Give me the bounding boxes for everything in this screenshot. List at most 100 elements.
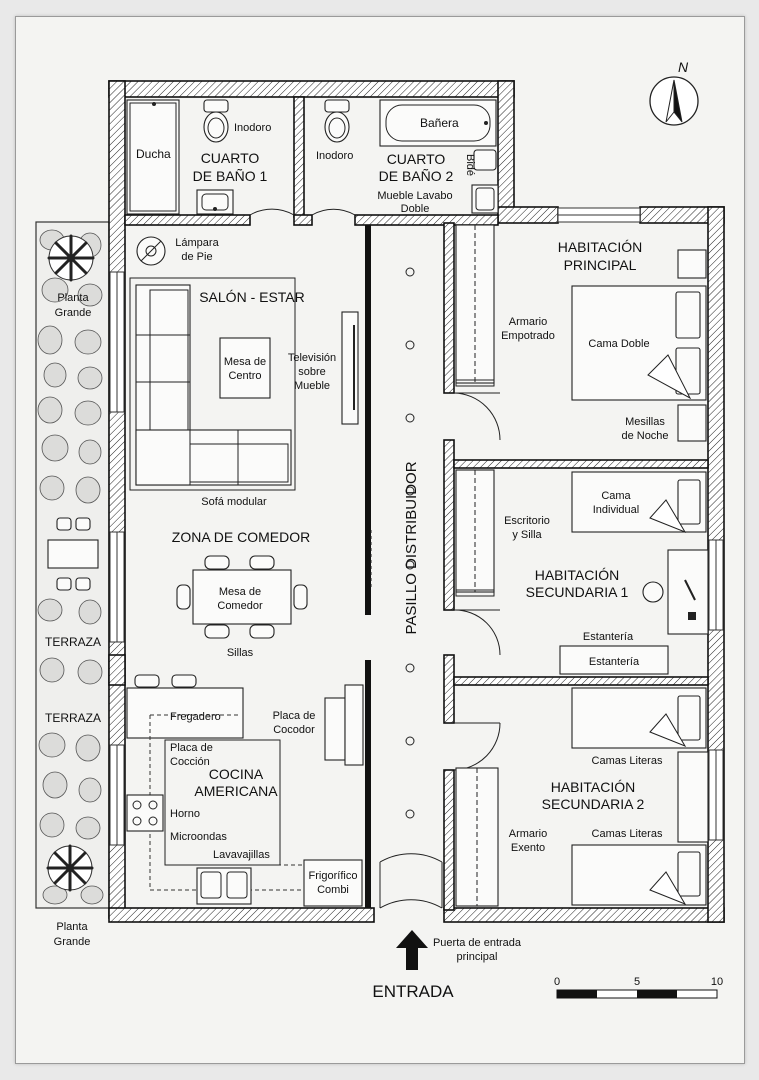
desk-and-chair xyxy=(642,549,709,635)
scale-bar xyxy=(556,989,718,999)
kitchen-title-l2: AMERICANA xyxy=(194,783,278,799)
label-dining-table-l1: Mesa de xyxy=(219,586,261,598)
shelf xyxy=(559,645,669,675)
label-desk-l2: y Silla xyxy=(512,529,542,541)
wardrobe-2 xyxy=(455,469,495,597)
windows xyxy=(109,207,724,846)
label-nightstand-l1: Mesillas xyxy=(625,416,665,428)
label-shelf: Estantería xyxy=(583,631,634,643)
kitchen-title-l1: COCINA xyxy=(209,766,264,782)
label-chairs: Sillas xyxy=(227,647,254,659)
bathroom-1 xyxy=(126,99,234,215)
master-title-l2: PRINCIPAL xyxy=(564,257,637,273)
sec2-title-l2: SECUNDARIA 2 xyxy=(542,796,645,812)
label-shelf-inner: Estantería xyxy=(589,656,640,668)
terrace xyxy=(35,221,110,909)
dining-title: ZONA DE COMEDOR xyxy=(172,529,310,545)
master-bedroom xyxy=(455,224,707,442)
label-entry-door-l1: Puerta de entrada xyxy=(433,937,522,949)
double-bed xyxy=(571,285,707,401)
walls xyxy=(108,80,725,923)
label-tv-l3: Mueble xyxy=(294,380,330,392)
label-sink: Fregadero xyxy=(170,711,221,723)
label-toilet-1: Inodoro xyxy=(234,122,271,134)
bunk-bed-top xyxy=(571,687,707,749)
oven-icon xyxy=(126,794,164,832)
label-stove-l2: Cocodor xyxy=(273,724,315,736)
terrace-label-1: TERRAZA xyxy=(45,635,101,649)
label-dining-table-l2: Comedor xyxy=(217,600,263,612)
compass-icon xyxy=(649,76,699,126)
label-bathtub: Bañera xyxy=(420,116,459,130)
label-fridge-l2: Combi xyxy=(317,884,349,896)
label-plant-bottom-l2: Grande xyxy=(54,936,91,948)
terrace-stones xyxy=(37,229,104,905)
kitchen xyxy=(126,674,364,907)
bathtub-icon xyxy=(379,99,497,147)
label-plant-bottom-l1: Planta xyxy=(56,921,88,933)
sec1-title-l1: HABITACIÓN xyxy=(535,567,620,583)
label-closet-l2: Exento xyxy=(511,842,545,854)
hall-title: PASILLO DISTRIBUIDOR xyxy=(403,461,420,634)
label-tv-l1: Televisión xyxy=(288,352,336,364)
label-closet-l1: Armario xyxy=(509,828,548,840)
label-microwave: Microondas xyxy=(170,831,227,843)
living-title: SALÓN - ESTAR xyxy=(199,289,305,305)
label-desk-l1: Escritorio xyxy=(504,515,550,527)
nightstand-bottom xyxy=(677,404,707,442)
toilet-2-icon xyxy=(324,99,350,143)
fridge xyxy=(303,859,363,907)
dining-table xyxy=(192,569,292,625)
label-shower: Ducha xyxy=(136,147,171,161)
kitchen-island xyxy=(126,687,244,739)
label-lamp-l2: de Pie xyxy=(181,251,212,263)
label-tv-l2: sobre xyxy=(298,366,326,378)
coffee-table xyxy=(219,337,271,399)
stove-unit xyxy=(324,684,364,766)
label-dishwasher: Lavavajillas xyxy=(213,849,270,861)
label-single-bed-l1: Cama xyxy=(601,490,631,502)
label-hob-l2: Cocción xyxy=(170,756,210,768)
scale-tick-10: 10 xyxy=(711,976,723,988)
label-entry-door-l2: principal xyxy=(457,951,498,963)
label-coffee-table-l1: Mesa de xyxy=(224,356,266,368)
built-in-wardrobe xyxy=(455,224,495,387)
label-oven: Horno xyxy=(170,808,200,820)
label-sofa: Sofá modular xyxy=(201,496,267,508)
label-single-bed-l2: Individual xyxy=(593,504,639,516)
label-nightstand-l2: de Noche xyxy=(621,430,668,442)
label-bidet: Bidé xyxy=(464,154,476,176)
bidet-icon xyxy=(473,149,497,171)
sec1-title-l2: SECUNDARIA 1 xyxy=(526,584,629,600)
label-toilet-2: Inodoro xyxy=(316,150,353,162)
plant-bottom-icon xyxy=(46,844,94,892)
toilet-1-icon xyxy=(203,99,229,143)
label-plant-top-l2: Grande xyxy=(55,307,92,319)
hall-lights xyxy=(405,267,415,819)
modular-sofa xyxy=(129,277,296,491)
scale-tick-0: 0 xyxy=(554,976,560,988)
bath2-title-l2: DE BAÑO 2 xyxy=(379,168,454,184)
double-vanity-icon xyxy=(471,184,499,214)
nightstand-top xyxy=(677,249,707,279)
label-bunk-bottom: Camas Literas xyxy=(592,828,663,840)
label-wardrobe-l2: Empotrado xyxy=(501,330,555,342)
entrance-title: ENTRADA xyxy=(372,982,454,1001)
outdoor-table xyxy=(47,517,99,591)
entrance-arrow-icon xyxy=(396,930,428,970)
secondary-bedroom-1 xyxy=(455,469,709,675)
living-room xyxy=(129,236,359,491)
kitchen-sink-icon xyxy=(196,867,252,905)
plant-top-icon xyxy=(47,234,95,282)
tv-unit xyxy=(341,311,359,425)
bath1-title-l2: DE BAÑO 1 xyxy=(193,168,268,184)
label-fridge-l1: Frigorífico xyxy=(309,870,358,882)
dining-area xyxy=(176,530,372,639)
terrace-label-2: TERRAZA xyxy=(45,711,101,725)
label-wardrobe-l1: Armario xyxy=(509,316,548,328)
bath1-title-l1: CUARTO xyxy=(201,150,260,166)
doors xyxy=(249,208,501,909)
scale-tick-5: 5 xyxy=(634,976,640,988)
freestanding-closet xyxy=(455,767,499,907)
